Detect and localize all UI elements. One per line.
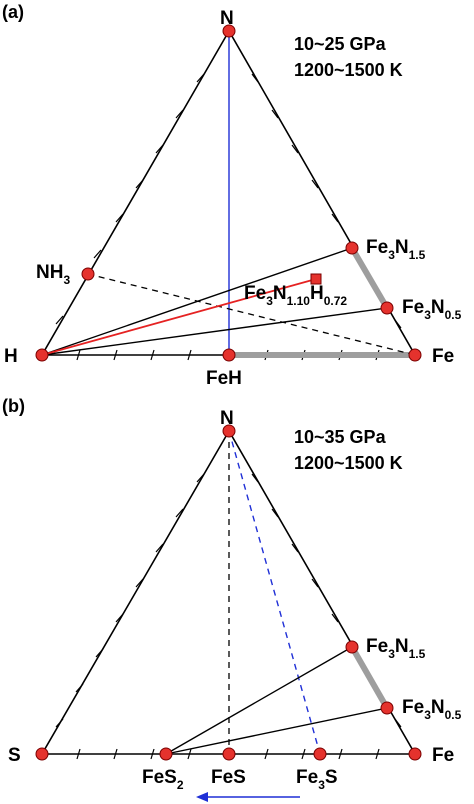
panel-b-tie-fes2-fe3n15 bbox=[165, 646, 353, 755]
panel-a-label-fe3n05: Fe3N0.5 bbox=[402, 297, 462, 322]
panel-b-label-fe3n05: Fe3N0.5 bbox=[402, 697, 462, 722]
panel-a-label-feh: FeH bbox=[206, 368, 242, 389]
panel-b-point-fes bbox=[222, 747, 236, 761]
panel-a-point-nh3 bbox=[81, 267, 95, 281]
panel-b-point-fe3s bbox=[313, 747, 327, 761]
panel-b-vertex-n: N bbox=[220, 408, 234, 429]
panel-a-point-n bbox=[222, 24, 236, 38]
panel-b-grey-band-fe3n bbox=[349, 645, 390, 710]
panel-b-blue-dashed-n-fe3s bbox=[228, 430, 321, 755]
panel-a-point-fe3nh bbox=[310, 273, 322, 285]
panel-b-label-fes2: FeS2 bbox=[142, 767, 184, 792]
panel-a-tie-h-fe3n15 bbox=[41, 247, 353, 356]
panel-b-point-fe bbox=[408, 747, 422, 761]
panel-b-label-fe3s: Fe3S bbox=[296, 767, 338, 792]
panel-a-point-fe bbox=[408, 348, 422, 362]
panel-b-temperature: 1200~1500 K bbox=[294, 453, 403, 473]
panel-b-ticks bbox=[55, 473, 402, 760]
panel-b-point-fe3n15 bbox=[345, 640, 359, 654]
panel-b-label: (b) bbox=[2, 396, 25, 416]
panel-b-point-s bbox=[35, 747, 49, 761]
panel-a: (a) bbox=[2, 2, 462, 389]
panel-a-label-fe3n15: Fe3N1.5 bbox=[366, 237, 426, 262]
panel-b-point-fes2 bbox=[159, 747, 173, 761]
panel-b-blue-arrow bbox=[196, 792, 300, 802]
panel-b-vertex-s: S bbox=[8, 745, 21, 766]
panel-a-point-fe3n05 bbox=[380, 301, 394, 315]
panel-a-red-line-h-fe3nh bbox=[41, 278, 317, 356]
panel-a-pressure: 10~25 GPa bbox=[294, 34, 387, 54]
panel-b-label-fe3n15: Fe3N1.5 bbox=[366, 636, 426, 661]
panel-a-point-fe3n15 bbox=[345, 241, 359, 255]
panel-a-vertex-fe: Fe bbox=[432, 346, 454, 367]
panel-b-point-fe3n05 bbox=[380, 701, 394, 715]
panel-b-tie-fes2-fe3n05 bbox=[165, 707, 388, 755]
panel-a-point-h bbox=[35, 348, 49, 362]
panel-b-point-n bbox=[222, 424, 236, 438]
panel-a-grey-band-fe3n bbox=[349, 246, 390, 310]
panel-a-temperature: 1200~1500 K bbox=[294, 60, 403, 80]
panel-a-label-fe3nh: Fe3N1.10H0.72 bbox=[244, 283, 347, 308]
panel-a-label: (a) bbox=[2, 2, 24, 22]
panel-a-dashed-nh3-fe bbox=[87, 273, 416, 356]
panel-a-vertex-h: H bbox=[4, 346, 18, 367]
panel-a-point-feh bbox=[222, 348, 236, 362]
panel-a-vertex-n: N bbox=[220, 8, 234, 29]
panel-b: (b) bbox=[2, 396, 462, 802]
panel-b-pressure: 10~35 GPa bbox=[294, 427, 387, 447]
panel-a-tie-h-fe3n05 bbox=[41, 307, 388, 356]
panel-a-label-nh3: NH3 bbox=[36, 262, 70, 287]
panel-b-vertex-fe: Fe bbox=[432, 745, 454, 766]
panel-b-label-fes: FeS bbox=[211, 767, 246, 788]
